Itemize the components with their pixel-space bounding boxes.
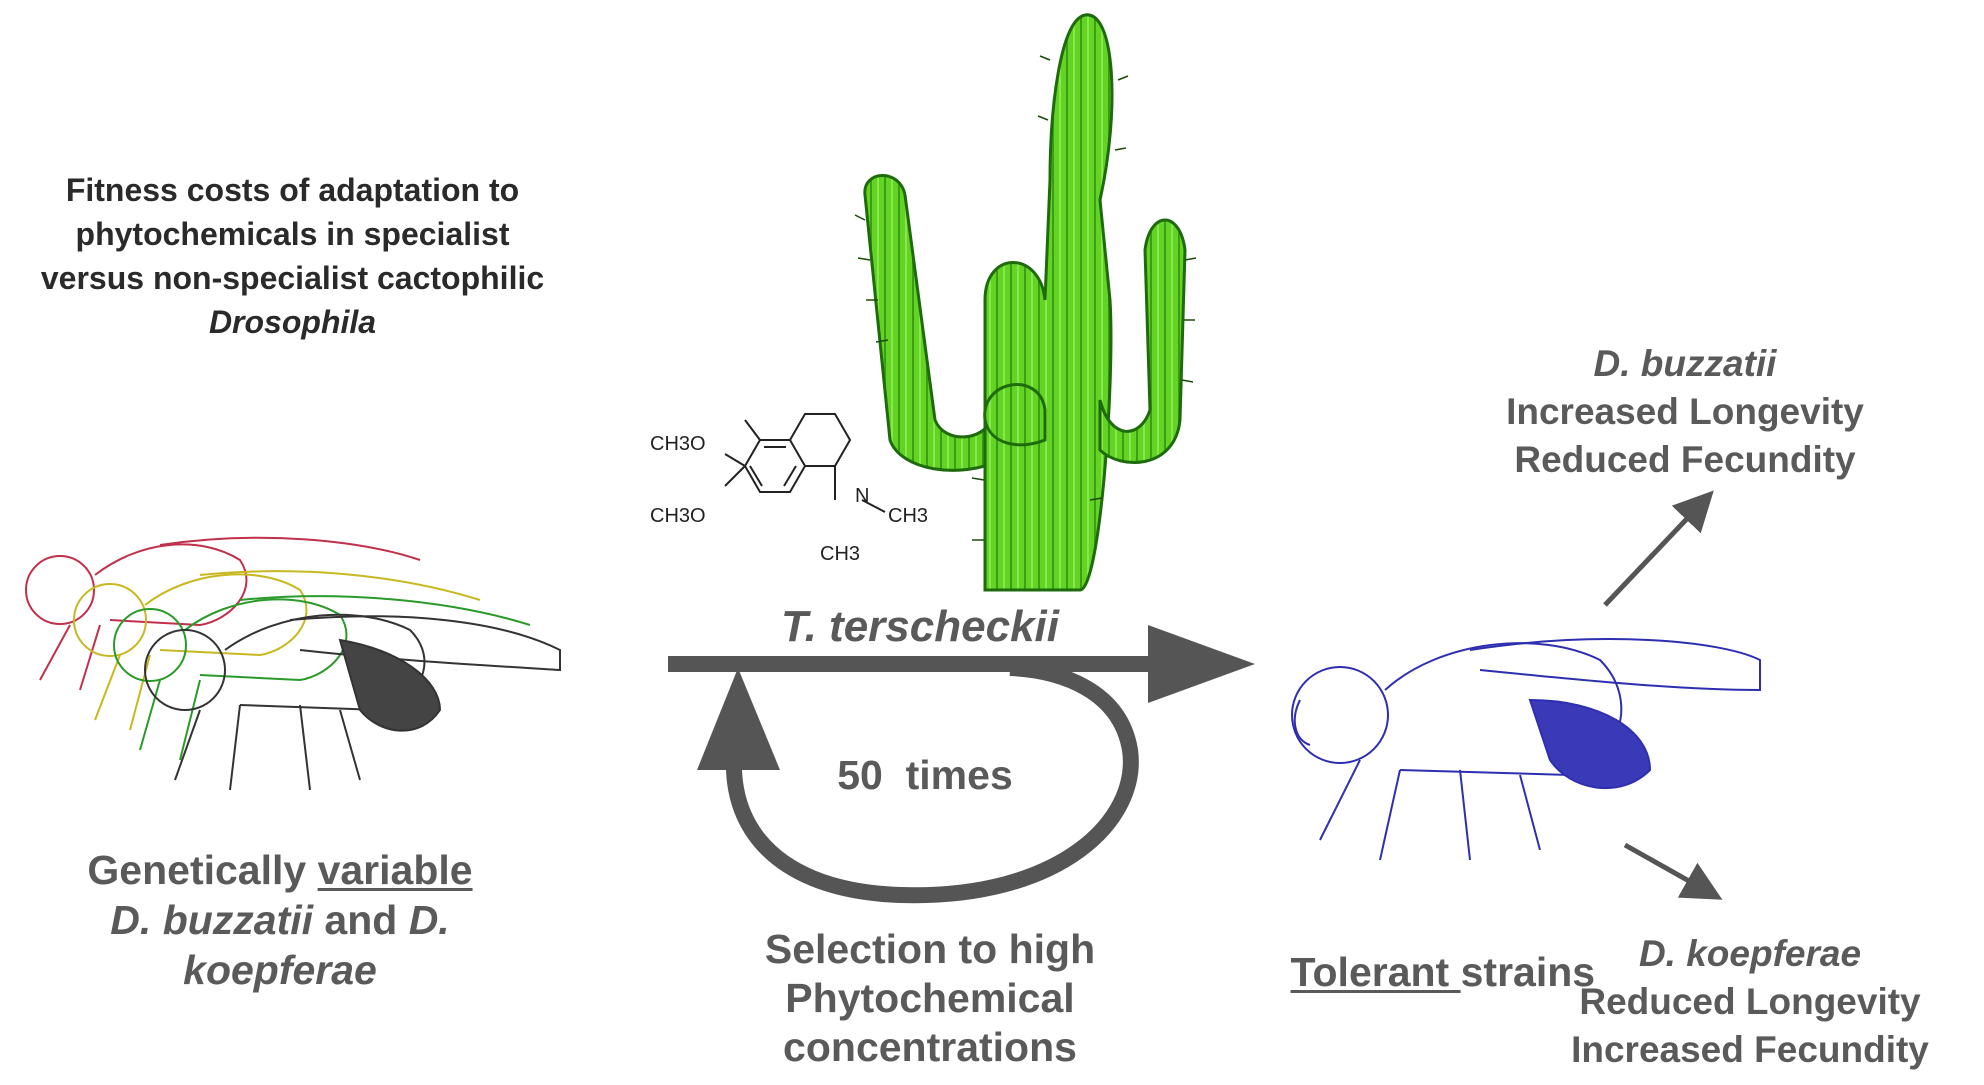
tolerant-label: Tolerant strains (1230, 897, 1610, 1047)
outcome-koepferae: D. koepferae Reduced Longevity Increased… (1530, 930, 1970, 1074)
source-and: and (313, 897, 409, 944)
source-label: Genetically variable D. buzzatii and D. … (30, 845, 530, 995)
selection-line-3: concentrations (783, 1024, 1077, 1071)
molecule-n-label: N (855, 485, 869, 507)
source-species-b-part1: D. (408, 897, 450, 944)
koepferae-species: D. koepferae (1638, 933, 1862, 974)
koepferae-trait-2: Increased Fecundity (1571, 1029, 1929, 1071)
molecule-group-bottom: CH3O (650, 505, 706, 527)
tolerant-rest: strains (1460, 949, 1596, 996)
molecule-group-top: CH3O (650, 433, 706, 455)
source-prefix: Genetically (87, 847, 318, 893)
variable-flies-illustration (25, 536, 561, 791)
outcome-buzzatii: D. buzzatii Increased Longevity Reduced … (1430, 340, 1940, 484)
title-line-2: phytochemicals in specialist (75, 216, 510, 253)
buzzatii-trait-1: Increased Longevity (1506, 391, 1864, 433)
cactus-illustration (854, 13, 1197, 592)
buzzatii-trait-2: Reduced Fecundity (1514, 439, 1856, 481)
selection-label: Selection to high Phytochemical concentr… (700, 925, 1160, 1073)
source-underlined: variable (317, 847, 473, 893)
title-line-4: Drosophila (208, 304, 377, 341)
arrow-to-buzzatii (1603, 490, 1714, 607)
selection-line-2: Phytochemical (785, 975, 1075, 1022)
molecule-n-methyl: CH3 (888, 505, 928, 527)
loop-label: 50 times (837, 752, 1013, 798)
source-species-b-part2: koepferae (183, 947, 377, 994)
tolerant-underlined: Tolerant (1290, 949, 1461, 996)
title-line-1: Fitness costs of adaptation to (65, 172, 520, 208)
plant-label: T. terscheckii (781, 602, 1059, 651)
tolerant-fly-illustration (1291, 638, 1761, 861)
loop-arrow (697, 660, 1139, 904)
title-line-3: versus non-specialist cactophilic (40, 260, 545, 297)
phytochemical-molecule (724, 413, 886, 513)
molecule-c-methyl: CH3 (820, 543, 860, 565)
source-species-a: D. buzzatii (110, 897, 314, 944)
buzzatii-species: D. buzzatii (1593, 343, 1777, 384)
figure-title: Fitness costs of adaptation to phytochem… (0, 168, 585, 345)
selection-line-1: Selection to high (764, 926, 1096, 972)
arrow-to-koepferae (1623, 842, 1723, 900)
koepferae-trait-1: Reduced Longevity (1579, 981, 1921, 1023)
